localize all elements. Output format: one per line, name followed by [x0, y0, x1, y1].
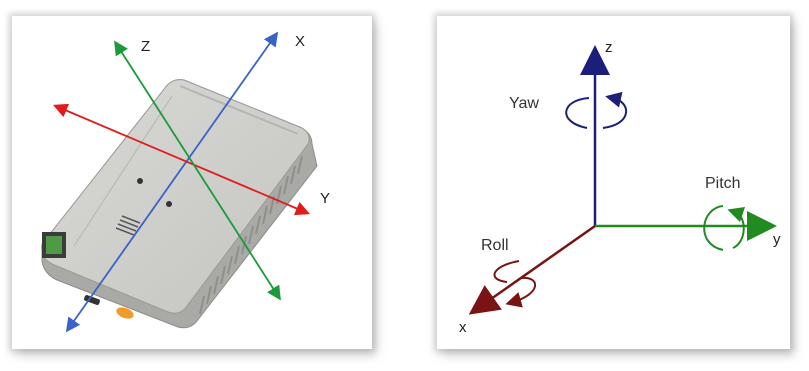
roll-rotation-arrow — [493, 260, 537, 308]
axis-x-label: x — [459, 319, 467, 336]
rotation-axes-diagram: z y x Yaw Pitch Roll — [459, 39, 781, 336]
rotation-axes-panel: z y x Yaw Pitch Roll — [437, 16, 790, 349]
yaw-rotation-arrow — [565, 91, 628, 129]
axis-x — [468, 224, 596, 315]
yaw-label: Yaw — [509, 95, 539, 112]
pitch-label: Pitch — [705, 175, 741, 192]
axis-z — [114, 40, 281, 301]
pitch-rotation-arrow — [703, 205, 746, 251]
axis-z-label: z — [605, 39, 613, 56]
axis-y-label: y — [773, 231, 781, 248]
roll-label: Roll — [481, 237, 509, 254]
device-axes-diagram: X Y Z — [41, 31, 330, 333]
axis-x-label: X — [295, 33, 305, 50]
device-axes-panel: X Y Z — [12, 16, 372, 349]
axis-y-label: Y — [320, 190, 330, 207]
axis-z-label: Z — [141, 38, 150, 55]
